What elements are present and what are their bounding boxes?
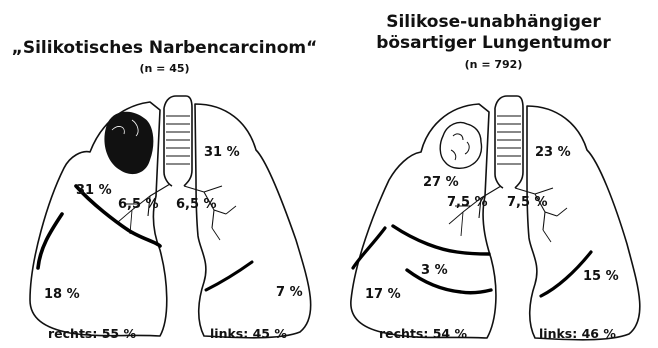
hilum-right-pct: 7,5 %	[447, 195, 488, 210]
hilum-left-pct: 7,5 %	[507, 195, 548, 210]
trachea	[495, 96, 523, 188]
upper-left-lobe-pct: 23 %	[535, 145, 571, 160]
upper-right-lobe-pct: 27 %	[423, 175, 459, 190]
right-side-total: rechts: 55 %	[48, 326, 136, 341]
silicosis-independent-panel: Silikose-unabhängiger bösartiger Lungent…	[329, 0, 658, 348]
right-oblique-fissure	[38, 214, 62, 268]
left-side-total: links: 46 %	[539, 326, 616, 341]
upper-left-lobe-pct: 31 %	[204, 145, 240, 160]
scar-carcinoma-panel: „Silikotisches Narbencarcinom“ (n = 45) …	[0, 0, 329, 348]
middle-lobe-pct: 3 %	[421, 263, 448, 278]
tumor-outline	[440, 123, 481, 169]
tumor-mass	[104, 112, 153, 174]
left-oblique-fissure	[206, 262, 252, 290]
trachea	[164, 96, 192, 186]
right-side-total: rechts: 54 %	[379, 326, 467, 341]
upper-right-lobe-pct: 31 %	[76, 183, 112, 198]
middle-lobe-fissure	[407, 270, 491, 293]
hilum-right-pct: 6,5 %	[118, 197, 159, 212]
right-horizontal-fissure	[393, 226, 489, 254]
lower-left-pct: 7 %	[276, 285, 303, 300]
lower-right-pct: 17 %	[365, 287, 401, 302]
right-oblique-fissure	[353, 228, 385, 268]
left-side-total: links: 45 %	[210, 326, 287, 341]
hilum-left-pct: 6,5 %	[176, 197, 217, 212]
lower-right-pct: 18 %	[44, 287, 80, 302]
lower-left-pct: 15 %	[583, 269, 619, 284]
